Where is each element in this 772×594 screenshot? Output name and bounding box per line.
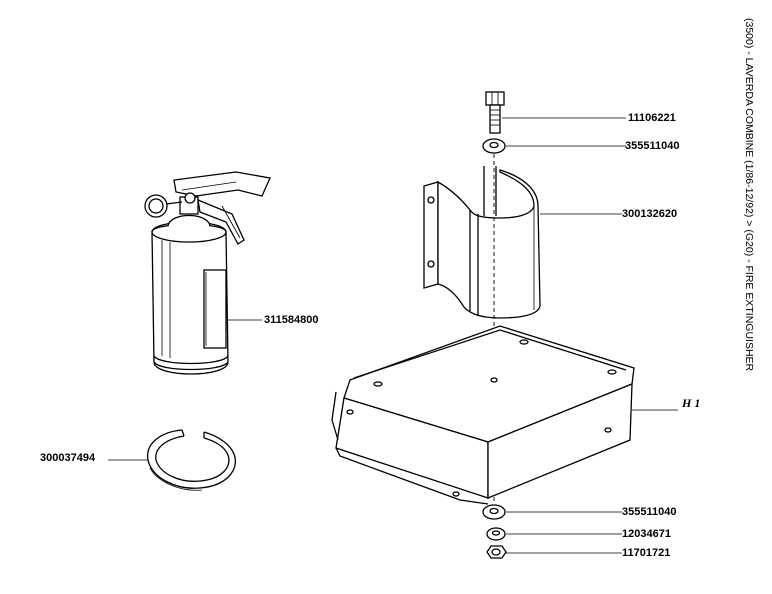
top-washer-drawing: [482, 138, 506, 154]
ring-drawing: [147, 429, 236, 491]
fire-extinguisher-drawing: [144, 171, 271, 375]
nut-drawing: [486, 545, 507, 559]
bracket-part-number: 300132620: [622, 208, 677, 220]
bottom-washer-part-number: 355511040: [622, 506, 676, 518]
top-washer-part-number: 355511040: [625, 140, 679, 152]
extinguisher-part-number: 311584800: [264, 314, 318, 326]
bottom-washer-drawing: [482, 504, 506, 520]
lock-washer-part-number: 12034671: [622, 528, 671, 540]
bracket-drawing: [423, 166, 541, 319]
ring-part-number: 300037494: [40, 452, 96, 464]
base-tray-drawing: [331, 325, 635, 505]
bolt-drawing: [485, 91, 505, 134]
leader-lines: [108, 117, 678, 554]
diagram-title: (3500) - LAVERDA COMBINE (1/86-12/92) > …: [743, 18, 755, 372]
bolt-part-number: 11106221: [628, 112, 676, 124]
lock-washer-drawing: [486, 527, 506, 541]
nut-part-number: 11701721: [622, 547, 670, 559]
reference-label-h1: H 1: [681, 396, 700, 410]
